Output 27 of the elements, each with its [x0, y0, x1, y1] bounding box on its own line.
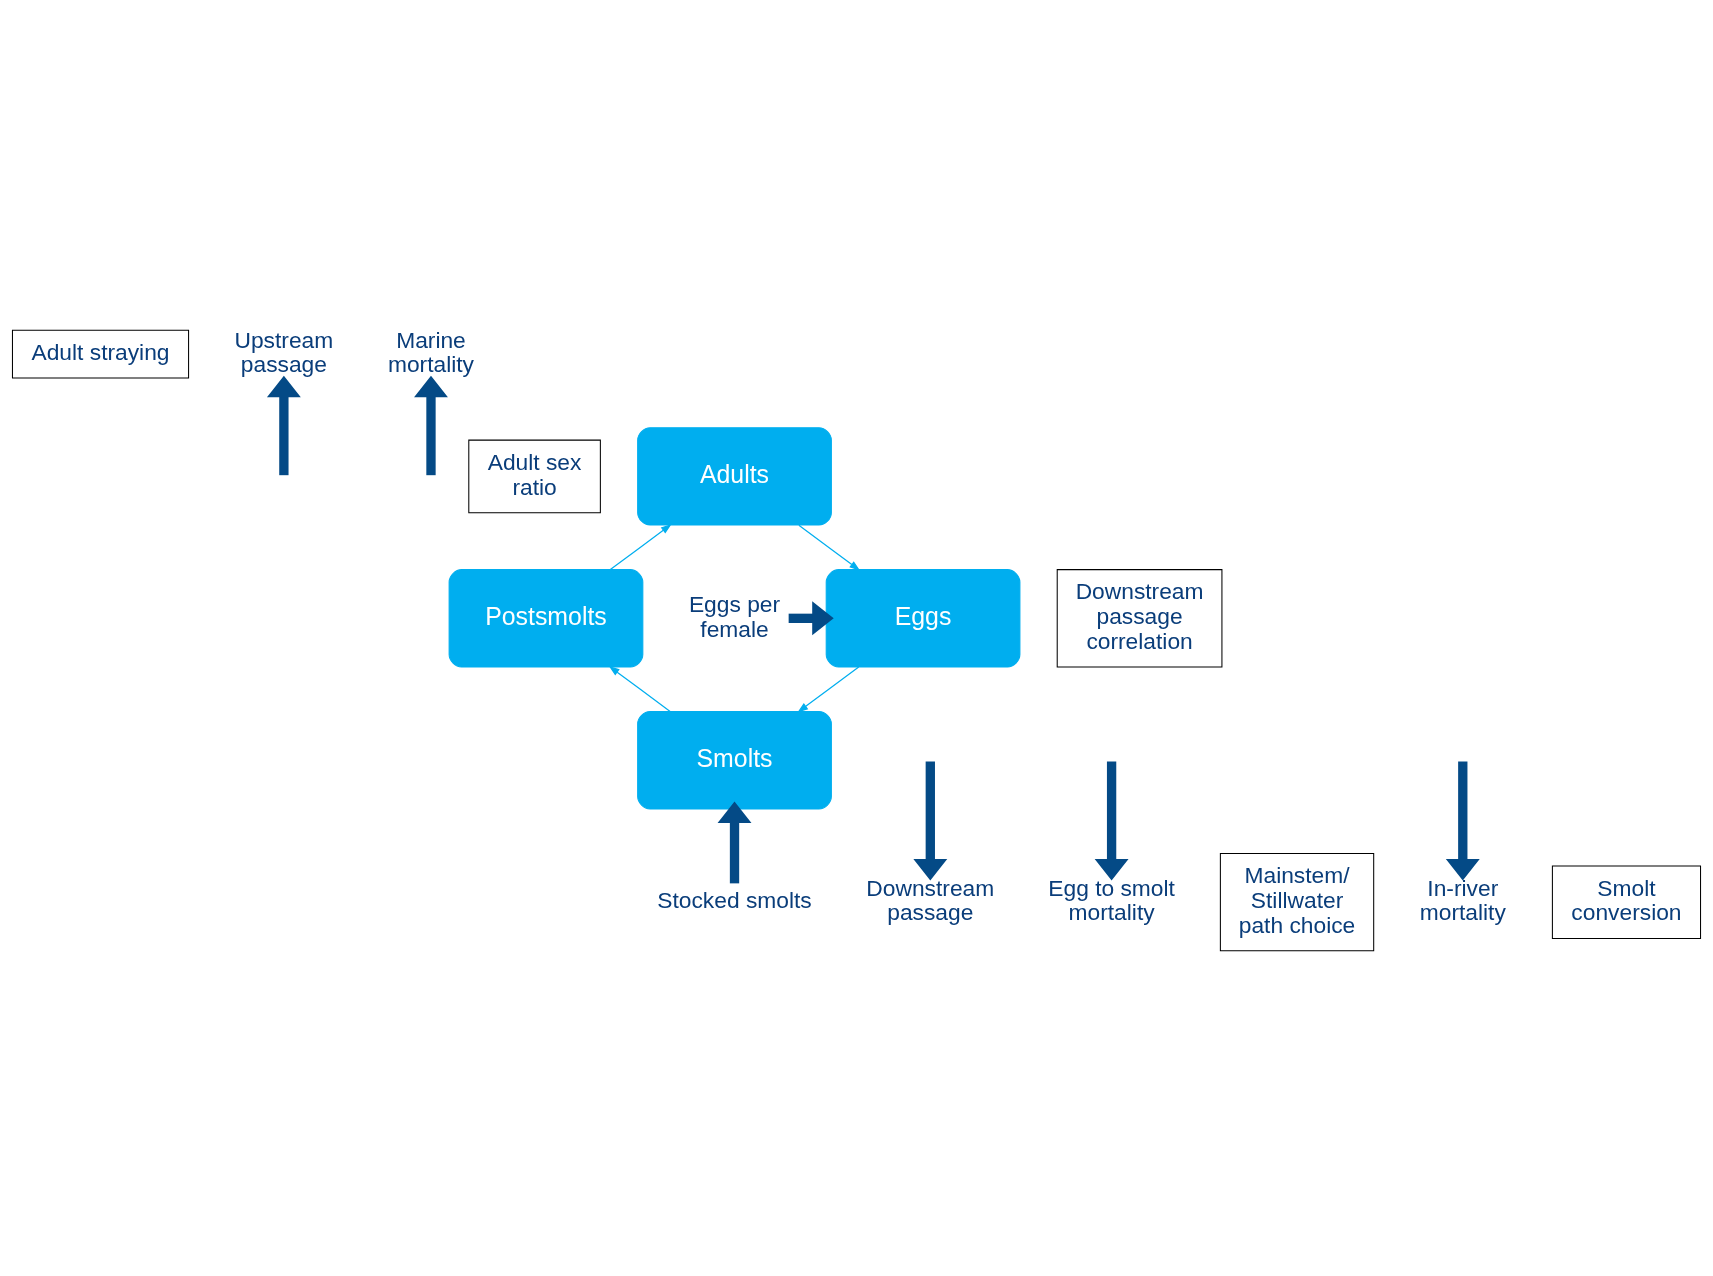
arrow	[609, 524, 672, 571]
node-box: Eggs	[825, 569, 1021, 668]
node-box: Adult sex ratio	[468, 439, 601, 514]
node-box: Postsmolts	[448, 569, 644, 668]
node-text: Upstream passage	[234, 326, 334, 378]
node-box: Adult straying	[11, 329, 190, 379]
node-text: Stocked smolts	[657, 886, 812, 913]
node-box: Smolts	[637, 711, 832, 810]
node-box: Adults	[637, 427, 832, 526]
arrow	[1445, 761, 1480, 881]
node-text: Egg to smolt mortality	[1048, 874, 1175, 926]
node-text: In-river mortality	[1419, 874, 1506, 926]
node-text: Marine mortality	[387, 326, 475, 378]
arrow	[608, 665, 671, 713]
arrow	[414, 375, 448, 476]
arrow	[913, 761, 948, 881]
arrow	[788, 601, 834, 636]
node-box: Smolt conversion	[1551, 865, 1702, 939]
node-text: Eggs per female	[688, 590, 781, 642]
node-box: Downstream passage correlation	[1056, 569, 1223, 668]
arrow	[717, 801, 752, 884]
node-box: Mainstem/ Stillwater path choice	[1219, 852, 1375, 952]
arrow	[266, 375, 301, 476]
arrow	[797, 666, 860, 713]
node-text: Downstream passage	[866, 874, 995, 926]
arrow	[798, 524, 861, 571]
arrow	[1094, 761, 1129, 881]
